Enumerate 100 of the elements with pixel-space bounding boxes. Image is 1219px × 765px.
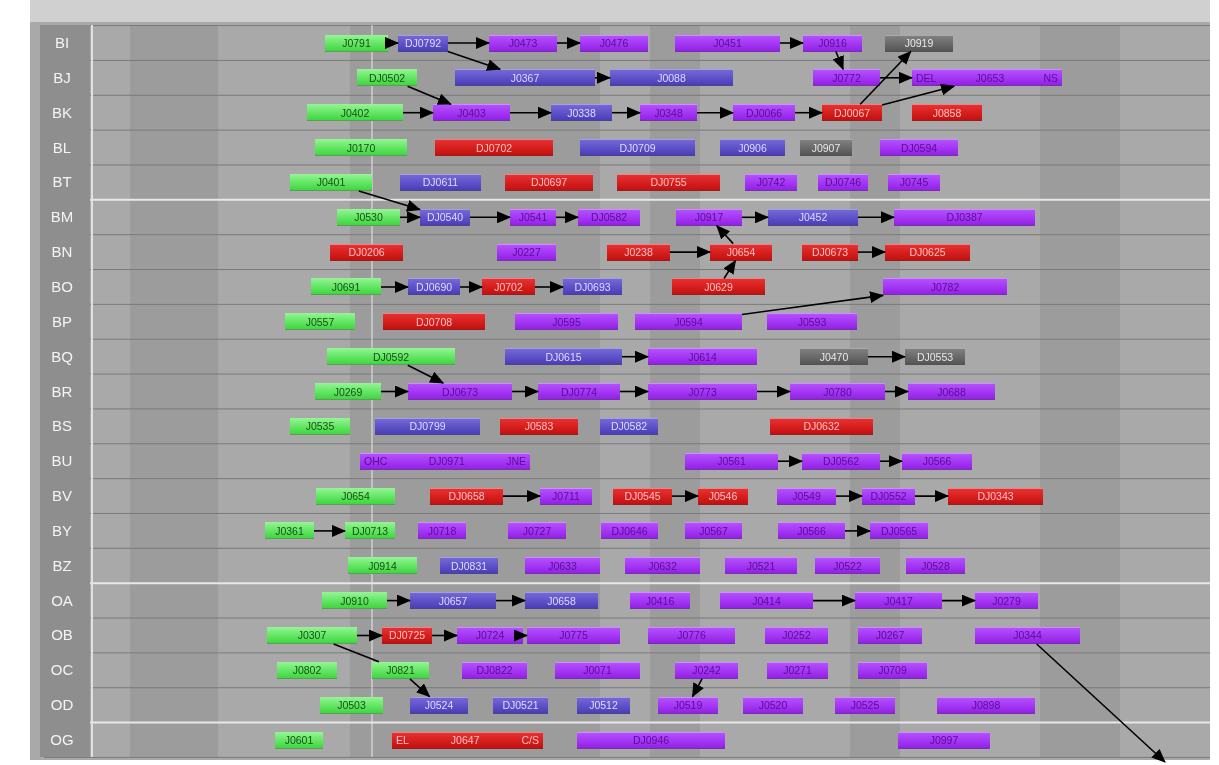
task-id: J0071 [583,664,612,677]
task-id: DJ0206 [348,246,385,259]
task-bar [311,278,381,296]
row-label: BK [51,103,73,121]
task-id: J0557 [305,315,335,328]
task-bar [855,592,942,610]
task-id: J0521 [746,559,776,572]
task-id: J0593 [797,315,827,328]
task-id: DJ0792 [404,37,442,49]
task-id: J0344 [1013,629,1042,642]
row-label: BU [50,452,74,470]
dependency-arrow [857,211,895,224]
task-id: DJ0387 [946,211,983,224]
task-id: J0653 [975,71,1005,84]
task-id: DJ0693 [574,280,611,293]
task-id: J0906 [738,141,767,154]
dependency-arrow [723,259,737,280]
dependency-arrow [447,37,490,49]
task-bar [908,383,995,400]
task-bar [625,557,700,575]
dependency-arrow [941,594,976,607]
task-id: NS [1043,71,1058,84]
task-bar [505,348,622,366]
dependency-arrow [313,524,346,537]
task-id: J0633 [548,559,577,572]
task-id: DJ0540 [426,211,464,224]
dependency-arrow [409,678,431,698]
task-id: J0402 [340,106,370,119]
task-id: DJ0615 [545,350,582,363]
task-id: DJ0774 [560,385,598,398]
dependency-arrow [555,211,579,224]
task-id: DJ0592 [372,350,410,363]
dependency-arrow [669,246,711,259]
dependency-arrow [386,594,411,607]
row-label: OD [49,696,75,714]
task-id: J0088 [657,71,686,84]
task-bar [767,313,857,331]
task-id: J0745 [899,176,929,189]
row-label: BP [51,312,73,330]
task-id: JNE [506,455,526,468]
row-label: OA [50,591,74,609]
task-bar [905,348,965,366]
task-id: J0473 [508,37,538,49]
task-id: J0307 [297,629,327,642]
task-id: EL [396,734,409,746]
task-id: J0802 [292,664,322,677]
task-id: J0242 [692,664,721,677]
task-id: J0470 [819,350,849,363]
task-bar [685,522,742,540]
dependency-arrow [399,211,421,224]
task-id: J0566 [922,455,952,468]
task-bar [525,592,598,610]
task-id: J0451 [713,37,742,49]
task-bar [720,592,813,610]
dependency-arrow [459,281,483,293]
task-bar [482,278,535,296]
dependency-arrow [406,85,452,105]
task-bar [551,104,612,122]
dependency-arrow [431,629,458,642]
dependency-arrow [696,106,734,119]
task-bar [408,383,512,400]
task-id: DJ0565 [880,524,918,537]
dependency-arrow [447,50,502,71]
row-label: OG [49,731,75,748]
row-label: BZ [51,556,73,574]
task-id: J0614 [688,350,717,363]
task-id: J0414 [752,594,781,607]
row-label: BN [50,243,74,261]
task-id: J0238 [624,246,653,259]
task-id: J0917 [694,211,724,224]
task-id: J0997 [929,734,959,746]
dependency-arrow [844,524,871,537]
dependency-arrow [534,281,564,293]
task-bar [408,278,460,296]
task-id: J0530 [354,211,383,224]
task-id: J0916 [818,37,847,49]
task-bar [383,313,485,331]
task-id: DJ0746 [824,176,862,189]
dependency-arrow [356,629,383,642]
task-id: J0724 [475,629,505,642]
task-id: J0782 [930,280,960,293]
task-id: J0528 [921,559,950,572]
dependency-arrow [502,490,541,503]
task-bar [433,104,510,122]
dependency-arrow [611,106,641,119]
task-id: J0691 [331,280,361,293]
task-id: J0520 [758,699,788,712]
task-id: DJ0831 [450,559,488,572]
row-label: BY [51,521,73,539]
dependency-arrow [794,106,823,119]
task-id: J0718 [427,524,457,537]
task-bar [357,69,417,87]
task-id: J0401 [316,176,346,189]
dependency-arrow [556,37,581,49]
task-id: DJ0690 [415,280,453,293]
task-id: J0361 [275,524,304,537]
task-id: J0549 [792,490,821,503]
dependency-arrow [619,385,649,398]
task-bar [912,69,1062,87]
task-id: DJ0646 [611,524,648,537]
